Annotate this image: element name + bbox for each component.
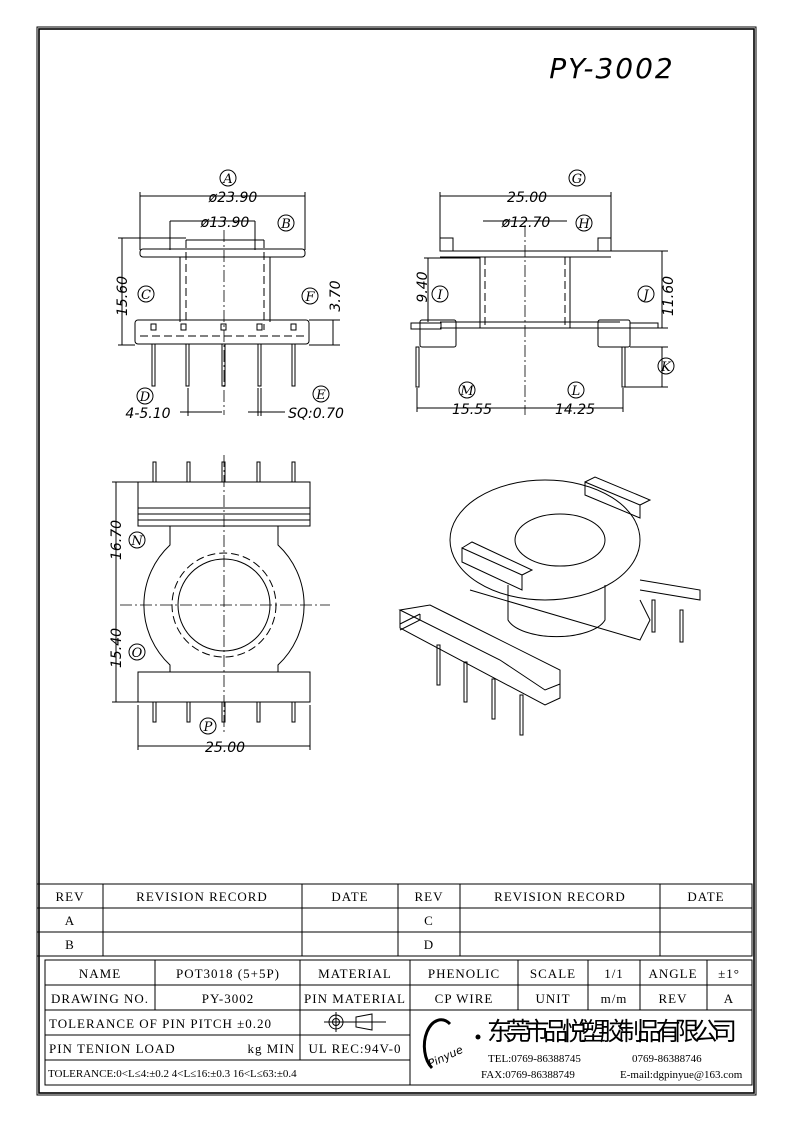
dim-a: ø23.90: [208, 190, 258, 206]
label-b: B: [280, 217, 291, 232]
dim-h: ø12.70: [501, 215, 551, 231]
label-o: O: [132, 646, 143, 661]
label-d: D: [139, 390, 151, 405]
tolerance: TOLERANCE:0<L≤4:±0.2 4<L≤16:±0.3 16<L≤63…: [48, 1068, 297, 1080]
dim-d: 4-5.10: [125, 406, 170, 422]
angle-label: ANGLE: [648, 966, 697, 981]
email: E-mail:dgpinyue@163.com: [620, 1069, 743, 1081]
label-a: A: [222, 172, 232, 187]
dim-p: 25.00: [205, 740, 245, 756]
label-e: E: [315, 388, 326, 403]
dim-b: ø13.90: [200, 215, 250, 231]
material-label: MATERIAL: [318, 966, 392, 981]
name-value: POT3018 (5+5P): [176, 966, 280, 981]
rev-a: A: [65, 913, 75, 928]
pin-material-label: PIN MATERIAL: [304, 991, 406, 1006]
rev-header: REV: [56, 889, 85, 904]
pin-pitch-tolerance: TOLERANCE OF PIN PITCH ±0.20: [49, 1016, 272, 1031]
drawing-no-label: DRAWING NO.: [51, 991, 149, 1006]
tel: TEL:0769-86388745: [488, 1053, 581, 1065]
isometric-view: [398, 476, 701, 736]
bottom-view: [112, 455, 330, 750]
date-header: DATE: [331, 889, 368, 904]
side-view: [410, 192, 668, 415]
ul-rec: UL REC:94V-0: [308, 1041, 401, 1056]
label-f: F: [304, 290, 315, 305]
revision-record-header: REVISION RECORD: [136, 889, 268, 904]
fax: FAX:0769-86388749: [481, 1069, 575, 1081]
label-n: N: [130, 534, 143, 549]
dim-j: 11.60: [661, 276, 677, 316]
dim-e: SQ:0.70: [288, 406, 344, 422]
label-g: G: [572, 172, 582, 187]
rev-d: D: [424, 937, 434, 952]
outer-border: [36, 26, 757, 1096]
tel-2: 0769-86388746: [632, 1053, 702, 1065]
rev-value: A: [724, 991, 734, 1006]
name-label: NAME: [79, 966, 121, 981]
material-value: PHENOLIC: [428, 966, 500, 981]
pin-material-value: CP WIRE: [435, 991, 494, 1006]
date-header-2: DATE: [687, 889, 724, 904]
label-l: L: [571, 384, 581, 399]
label-i: I: [436, 288, 443, 303]
dim-o: 15.40: [109, 628, 125, 668]
company-logo: Pinyue: [422, 1018, 481, 1071]
drawing-no-value: PY-3002: [202, 991, 255, 1006]
dim-g: 25.00: [507, 190, 547, 206]
projection-symbol-icon: [324, 1012, 386, 1032]
rev-c: C: [424, 913, 434, 928]
label-k: K: [660, 360, 672, 375]
logo-text: Pinyue: [426, 1043, 465, 1070]
inner-border: [38, 28, 755, 1094]
dim-f: 3.70: [328, 280, 344, 311]
rev-b: B: [65, 937, 75, 952]
side-view-labels: G 25.00 H ø12.70 I 9.40 J 11.60 K M 15.5…: [415, 169, 677, 418]
revision-record-header-2: REVISION RECORD: [494, 889, 626, 904]
dim-l: 14.25: [555, 402, 595, 418]
unit-label: UNIT: [535, 991, 570, 1006]
angle-value: ±1°: [718, 966, 740, 981]
title-block: NAME POT3018 (5+5P) MATERIAL PHENOLIC SC…: [44, 959, 753, 1086]
company-name: 东莞市品悦塑胶制品有限公司: [487, 1017, 737, 1046]
front-view-labels: A ø23.90 B ø13.90 C 15.60 F 3.70 D 4-5.1…: [115, 169, 344, 422]
label-c: C: [141, 288, 151, 303]
pin-tension-unit: kg MIN: [247, 1041, 295, 1056]
dim-m: 15.55: [452, 402, 492, 418]
label-m: M: [459, 384, 474, 399]
unit-value: m/m: [601, 991, 628, 1006]
front-view: [118, 192, 340, 416]
label-p: P: [203, 720, 213, 735]
scale-label: SCALE: [530, 966, 576, 981]
label-h: H: [577, 217, 590, 232]
dim-n: 16.70: [109, 520, 125, 560]
rev-header-2: REV: [415, 889, 444, 904]
drawing-title: PY-3002: [549, 52, 675, 85]
scale-value: 1/1: [604, 966, 624, 981]
label-j: J: [640, 288, 649, 303]
dim-i: 9.40: [415, 271, 431, 302]
rev-label: REV: [659, 991, 688, 1006]
revision-table: REV REVISION RECORD DATE REV REVISION RE…: [36, 883, 753, 957]
pin-tension-label: PIN TENION LOAD: [49, 1041, 176, 1056]
bottom-view-labels: 16.70 N 15.40 O P 25.00: [109, 520, 245, 756]
dim-c: 15.60: [115, 276, 131, 316]
